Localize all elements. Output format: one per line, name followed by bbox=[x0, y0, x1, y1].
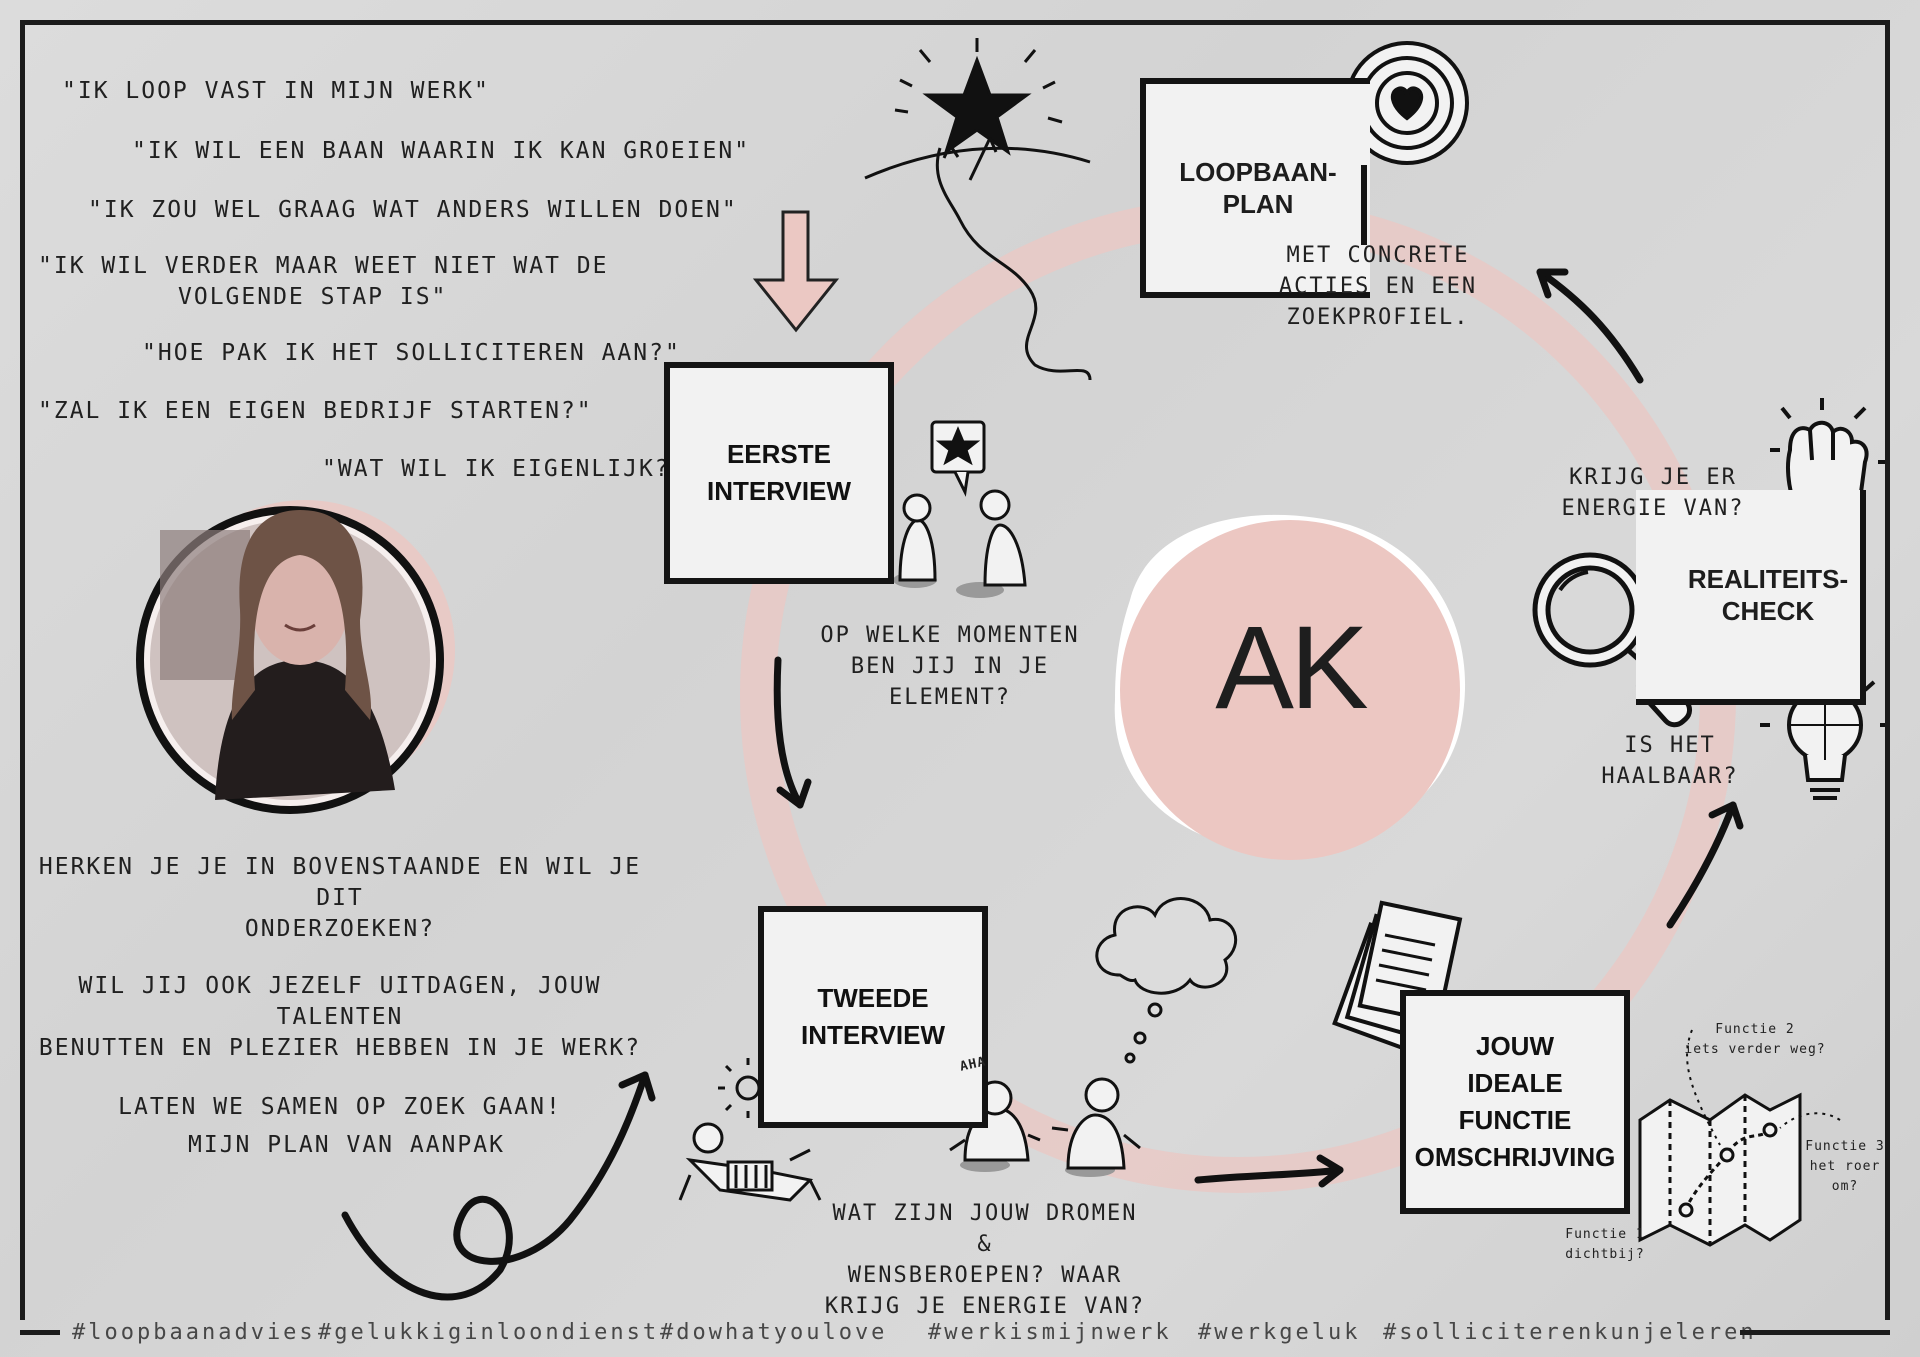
eerste-line-2: INTERVIEW bbox=[707, 476, 851, 506]
box-loopbaanplan: LOOPBAAN-PLAN bbox=[1140, 78, 1370, 298]
hashtag-1: #loopbaanadvies bbox=[72, 1320, 316, 1345]
star-icon bbox=[864, 38, 1092, 381]
functie-3-c: om? bbox=[1831, 1179, 1859, 1194]
sun-icon bbox=[678, 1058, 822, 1202]
loopbaan-description: met concrete acties en een zoekprofiel. bbox=[1268, 240, 1488, 333]
tweede-line-1: TWEEDE bbox=[817, 983, 929, 1013]
realiteit-q4: haalbaar? bbox=[1601, 764, 1739, 789]
loopbaan-line-1: LOOPBAAN- bbox=[1179, 157, 1337, 187]
realiteit-question-2: Is het haalbaar? bbox=[1570, 730, 1770, 792]
hashtag-3: #dowhatyoulove bbox=[660, 1320, 888, 1345]
quote-5: "Hoe pak ik het solliciteren aan?" bbox=[142, 340, 681, 366]
hashtag-2: #gelukkiginloondienst bbox=[318, 1320, 660, 1345]
footer-line-right bbox=[1740, 1330, 1890, 1335]
realiteit-question-1: Krijg je er energie van? bbox=[1548, 462, 1758, 524]
tweede-q3: krijg je energie van? bbox=[824, 1294, 1146, 1319]
functie-3-label: Functie 3 het roer om? bbox=[1800, 1137, 1890, 1197]
intro-line-5: Laten we samen op zoek gaan! bbox=[118, 1094, 562, 1120]
loopbaan-q3: zoekprofiel. bbox=[1286, 305, 1470, 330]
eerste-q2: ben jij in je element? bbox=[850, 654, 1050, 710]
quote-1: "Ik loop vast in mijn werk" bbox=[62, 78, 490, 104]
hashtag-5: #werkgeluk bbox=[1198, 1320, 1361, 1345]
loop-arrow bbox=[341, 1071, 649, 1301]
quote-4a: "Ik wil verder maar weet niet wat de bbox=[38, 253, 609, 279]
realiteit-line-2: CHECK bbox=[1721, 595, 1815, 626]
eerste-line-1: EERSTE bbox=[726, 439, 831, 469]
functie-line-4: OMSCHRIJVING bbox=[1414, 1142, 1616, 1172]
functie-1-label: Functie 1 dichtbij? bbox=[1560, 1225, 1650, 1265]
box-eerste-interview: EERSTE INTERVIEW bbox=[664, 362, 894, 584]
intro-line-1: Herken je je in bovenstaande en wil je d… bbox=[38, 854, 642, 911]
intro-text: Herken je je in bovenstaande en wil je d… bbox=[30, 852, 650, 1123]
quote-3: "Ik zou wel graag wat anders willen doen… bbox=[88, 197, 738, 223]
cloud-icon bbox=[1095, 897, 1238, 1064]
quote-7: "Wat wil ik eigenlijk?" bbox=[322, 456, 687, 482]
intro-line-2: onderzoeken? bbox=[244, 916, 436, 942]
quote-4b: volgende stap is" bbox=[178, 284, 448, 310]
quote-2: "Ik wil een baan waarin ik kan groeien" bbox=[132, 138, 751, 164]
realiteit-q3: Is het bbox=[1624, 733, 1716, 758]
quote-6: "Zal ik een eigen bedrijf starten?" bbox=[38, 398, 593, 424]
functie-1-b: dichtbij? bbox=[1565, 1247, 1645, 1262]
pink-arrow bbox=[752, 210, 840, 333]
eerste-question: Op welke momenten ben jij in je element? bbox=[800, 620, 1100, 713]
intro-line-3: Wil jij ook jezelf uitdagen, jouw talent… bbox=[78, 973, 602, 1030]
tweede-q2: wensberoepen? Waar bbox=[847, 1263, 1123, 1288]
intro-line-4: benutten en plezier hebben in je werk? bbox=[38, 1035, 642, 1061]
ak-logo: AK bbox=[1215, 602, 1368, 734]
functie-3-b: het roer bbox=[1809, 1159, 1881, 1174]
loopbaan-q2: acties en een bbox=[1278, 274, 1478, 299]
arrow-to-loopbaan bbox=[1536, 268, 1644, 384]
functie-2-a: Functie 2 bbox=[1715, 1022, 1795, 1037]
hashtag-4: #werkismijnwerk bbox=[928, 1320, 1172, 1345]
arrow-down-eerste bbox=[773, 656, 804, 809]
functie-3-a: Functie 3 bbox=[1805, 1139, 1885, 1154]
arrow-to-realiteit bbox=[1666, 801, 1737, 929]
tweede-question: Wat zijn jouw dromen & wensberoepen? Waa… bbox=[820, 1198, 1150, 1322]
eerste-q1: Op welke momenten bbox=[820, 623, 1080, 648]
footer-line-left bbox=[20, 1330, 60, 1335]
realiteit-q2: energie van? bbox=[1561, 496, 1745, 521]
page-frame bbox=[20, 20, 1890, 1320]
realiteit-q1: Krijg je er bbox=[1569, 465, 1737, 490]
functie-line-1: JOUW bbox=[1476, 1031, 1554, 1061]
loopbaan-right-edge bbox=[1361, 165, 1367, 245]
hashtag-6: #solliciterenkunjeleren bbox=[1383, 1320, 1757, 1345]
plan-label: Mijn plan van aanpak bbox=[188, 1132, 505, 1158]
box-functie-omschrijving: JOUW IDEALE FUNCTIE OMSCHRIJVING bbox=[1400, 990, 1630, 1214]
realiteit-line-1: REALITEITS- bbox=[1687, 563, 1849, 594]
functie-line-2: IDEALE bbox=[1467, 1068, 1563, 1098]
heart-target-icon bbox=[1345, 41, 1469, 165]
functie-line-3: FUNCTIE bbox=[1458, 1105, 1572, 1135]
map-icon bbox=[1638, 1029, 1841, 1247]
tweede-line-2: INTERVIEW bbox=[801, 1020, 945, 1050]
functie-2-b: iets verder weg? bbox=[1684, 1042, 1826, 1057]
tweede-q1: Wat zijn jouw dromen & bbox=[832, 1201, 1138, 1257]
magnifier-icon bbox=[1532, 552, 1693, 728]
functie-1-a: Functie 1 bbox=[1565, 1227, 1645, 1242]
functie-2-label: Functie 2 iets verder weg? bbox=[1670, 1020, 1840, 1060]
loopbaan-q1: met concrete bbox=[1286, 243, 1470, 268]
box-tweede-interview: TWEEDE INTERVIEW bbox=[758, 906, 988, 1128]
box-realiteitscheck: REALITEITS-CHECK bbox=[1636, 490, 1866, 705]
loopbaan-line-2: PLAN bbox=[1222, 189, 1294, 219]
arrow-to-functie bbox=[1194, 1166, 1344, 1184]
